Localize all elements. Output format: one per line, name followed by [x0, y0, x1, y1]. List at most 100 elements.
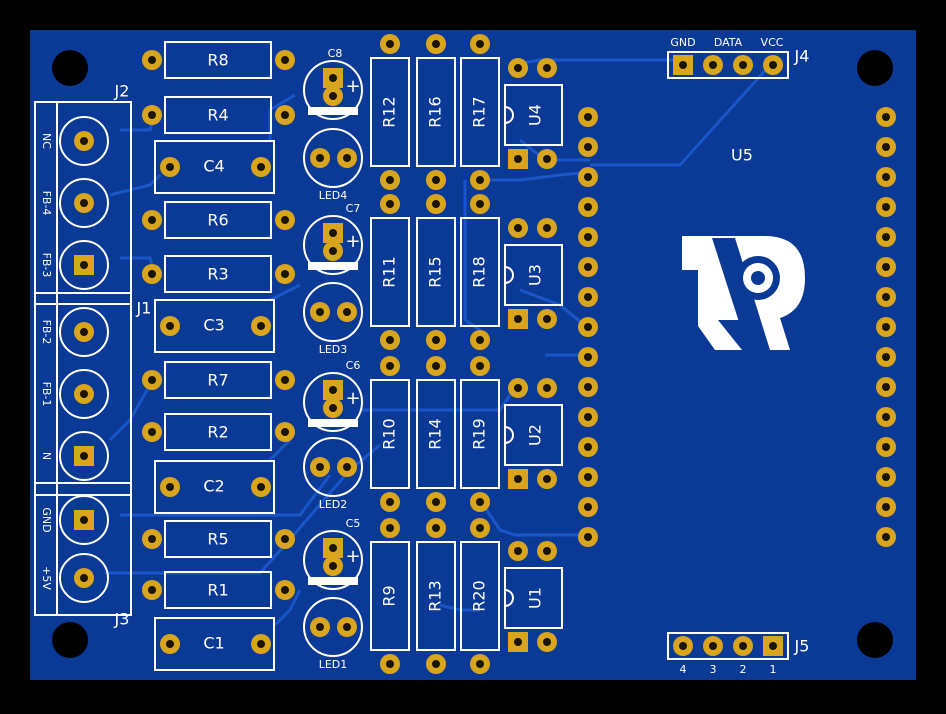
optocoupler-u4-pad-3-drill: [543, 64, 551, 72]
module-left-pin-14-drill: [584, 503, 592, 511]
module-left-pin-15-drill: [584, 533, 592, 541]
led-led3-label: LED3: [319, 343, 348, 356]
terminal-j1-pin-label-3: N: [40, 452, 53, 460]
resistor-r16-outline: [416, 57, 456, 167]
module-right-pin-4-drill: [882, 203, 890, 211]
ecap-c8-band: [308, 107, 358, 115]
capacitor-c2-pad-2-drill: [257, 483, 265, 491]
resistor-r6-outline: [164, 201, 272, 239]
ecap-c5-outline: [303, 530, 363, 590]
resistor-r17-outline: [460, 57, 500, 167]
optocoupler-u2-pad-3-drill: [543, 384, 551, 392]
terminal-j3-ref: J3: [114, 610, 130, 629]
ecap-c5-plus-mark: +: [345, 546, 360, 567]
module-right-pin-1-drill: [882, 113, 890, 121]
terminal-j2-outline: [34, 101, 132, 305]
resistor-r6-pad-2-drill: [281, 216, 289, 224]
resistor-r4-pad-1-drill: [148, 111, 156, 119]
resistor-r7-outline: [164, 361, 272, 399]
resistor-r9-pad-1-drill: [386, 524, 394, 532]
led-led2-label: LED2: [319, 498, 348, 511]
header-j4-pad-1-drill: [679, 61, 687, 69]
resistor-r18-label: R18: [470, 256, 489, 287]
resistor-r8-label: R8: [207, 51, 228, 70]
ecap-c6-band: [308, 419, 358, 427]
optocoupler-u3-pad-3-drill: [543, 224, 551, 232]
resistor-r14-outline: [416, 379, 456, 489]
led-led4-pad-2-drill: [343, 154, 351, 162]
resistor-r10-outline: [370, 379, 410, 489]
resistor-r18-pad-1-drill: [476, 200, 484, 208]
module-right-pin-6-drill: [882, 263, 890, 271]
optocoupler-u3-notch: [504, 266, 514, 284]
ecap-c7-pad-plus-drill: [329, 229, 337, 237]
terminal-j2-pad-1-drill: [80, 137, 88, 145]
resistor-r3-pad-1-drill: [148, 270, 156, 278]
module-right-pin-15-drill: [882, 533, 890, 541]
led-led1-pad-1-drill: [316, 623, 324, 631]
terminal-j3-pad-1-drill: [80, 516, 88, 524]
header-j4-pad-2-drill: [709, 61, 717, 69]
resistor-r5-pad-2-drill: [281, 535, 289, 543]
ecap-c7-plus-mark: +: [345, 231, 360, 252]
resistor-r12-outline: [370, 57, 410, 167]
module-right-pin-7-drill: [882, 293, 890, 301]
optocoupler-u1-label: U1: [526, 587, 545, 609]
ecap-c5-label: C5: [346, 517, 361, 530]
resistor-r12-label: R12: [380, 96, 399, 127]
module-right-pin-12-drill: [882, 443, 890, 451]
terminal-j1-pin-label-1: FB-2: [40, 320, 53, 345]
optocoupler-u3-pad-1-drill: [514, 315, 522, 323]
resistor-r1-pad-1-drill: [148, 586, 156, 594]
header-j5-pad-4-drill: [769, 642, 777, 650]
module-right-pin-3-drill: [882, 173, 890, 181]
terminal-j2-pad-2-drill: [80, 199, 88, 207]
resistor-r20-pad-2-drill: [476, 660, 484, 668]
resistor-r15-outline: [416, 217, 456, 327]
terminal-j2-screw-3: [59, 240, 109, 290]
resistor-r11-pad-2-drill: [386, 336, 394, 344]
ecap-c8-label: C8: [328, 47, 343, 60]
optocoupler-u3-label: U3: [526, 264, 545, 286]
terminal-j2-screw-1: [59, 116, 109, 166]
resistor-r16-label: R16: [426, 96, 445, 127]
header-j5-pin-label-3: 2: [740, 663, 747, 676]
terminal-j1-screw-2: [59, 369, 109, 419]
terminal-j3-pin-label-2: +5V: [40, 566, 53, 590]
optocoupler-u4-pad-4-drill: [514, 64, 522, 72]
resistor-r7-pad-2-drill: [281, 376, 289, 384]
resistor-r6-pad-1-drill: [148, 216, 156, 224]
resistor-r4-pad-2-drill: [281, 111, 289, 119]
pads: [74, 34, 896, 674]
module-left-pin-7-drill: [584, 293, 592, 301]
resistor-r13-label: R13: [426, 580, 445, 611]
header-j5-pad-2-drill: [709, 642, 717, 650]
capacitor-c3-outline: [154, 299, 275, 353]
resistor-r18-outline: [460, 217, 500, 327]
terminal-j1-screw-1: [59, 307, 109, 357]
ecap-c5-pad-plus-drill: [329, 544, 337, 552]
resistor-r17-pad-2-drill: [476, 176, 484, 184]
optocoupler-u4-pad-1-drill: [514, 155, 522, 163]
resistor-r19-label: R19: [470, 418, 489, 449]
resistor-r11-label: R11: [380, 256, 399, 287]
resistor-r9-outline: [370, 541, 410, 651]
terminal-j1-outline: [34, 292, 132, 496]
module-left-pin-3-drill: [584, 173, 592, 181]
module-left-pin-8-drill: [584, 323, 592, 331]
header-j5-pad-3-drill: [739, 642, 747, 650]
terminal-j2-ref: J2: [114, 82, 130, 101]
optocoupler-u1-outline: [504, 567, 563, 629]
r-logo: [682, 236, 805, 350]
optocoupler-u3-outline: [504, 244, 563, 306]
terminal-j1-screw-3: [59, 431, 109, 481]
resistor-r10-label: R10: [380, 418, 399, 449]
module-left-pin-1-drill: [584, 113, 592, 121]
led-led2-pad-1-drill: [316, 463, 324, 471]
optocoupler-u1-pad-1-drill: [514, 638, 522, 646]
module-right-pin-11-drill: [882, 413, 890, 421]
header-j4-ref: J4: [794, 47, 810, 66]
capacitor-c3-pad-1-drill: [166, 322, 174, 330]
resistor-r19-outline: [460, 379, 500, 489]
